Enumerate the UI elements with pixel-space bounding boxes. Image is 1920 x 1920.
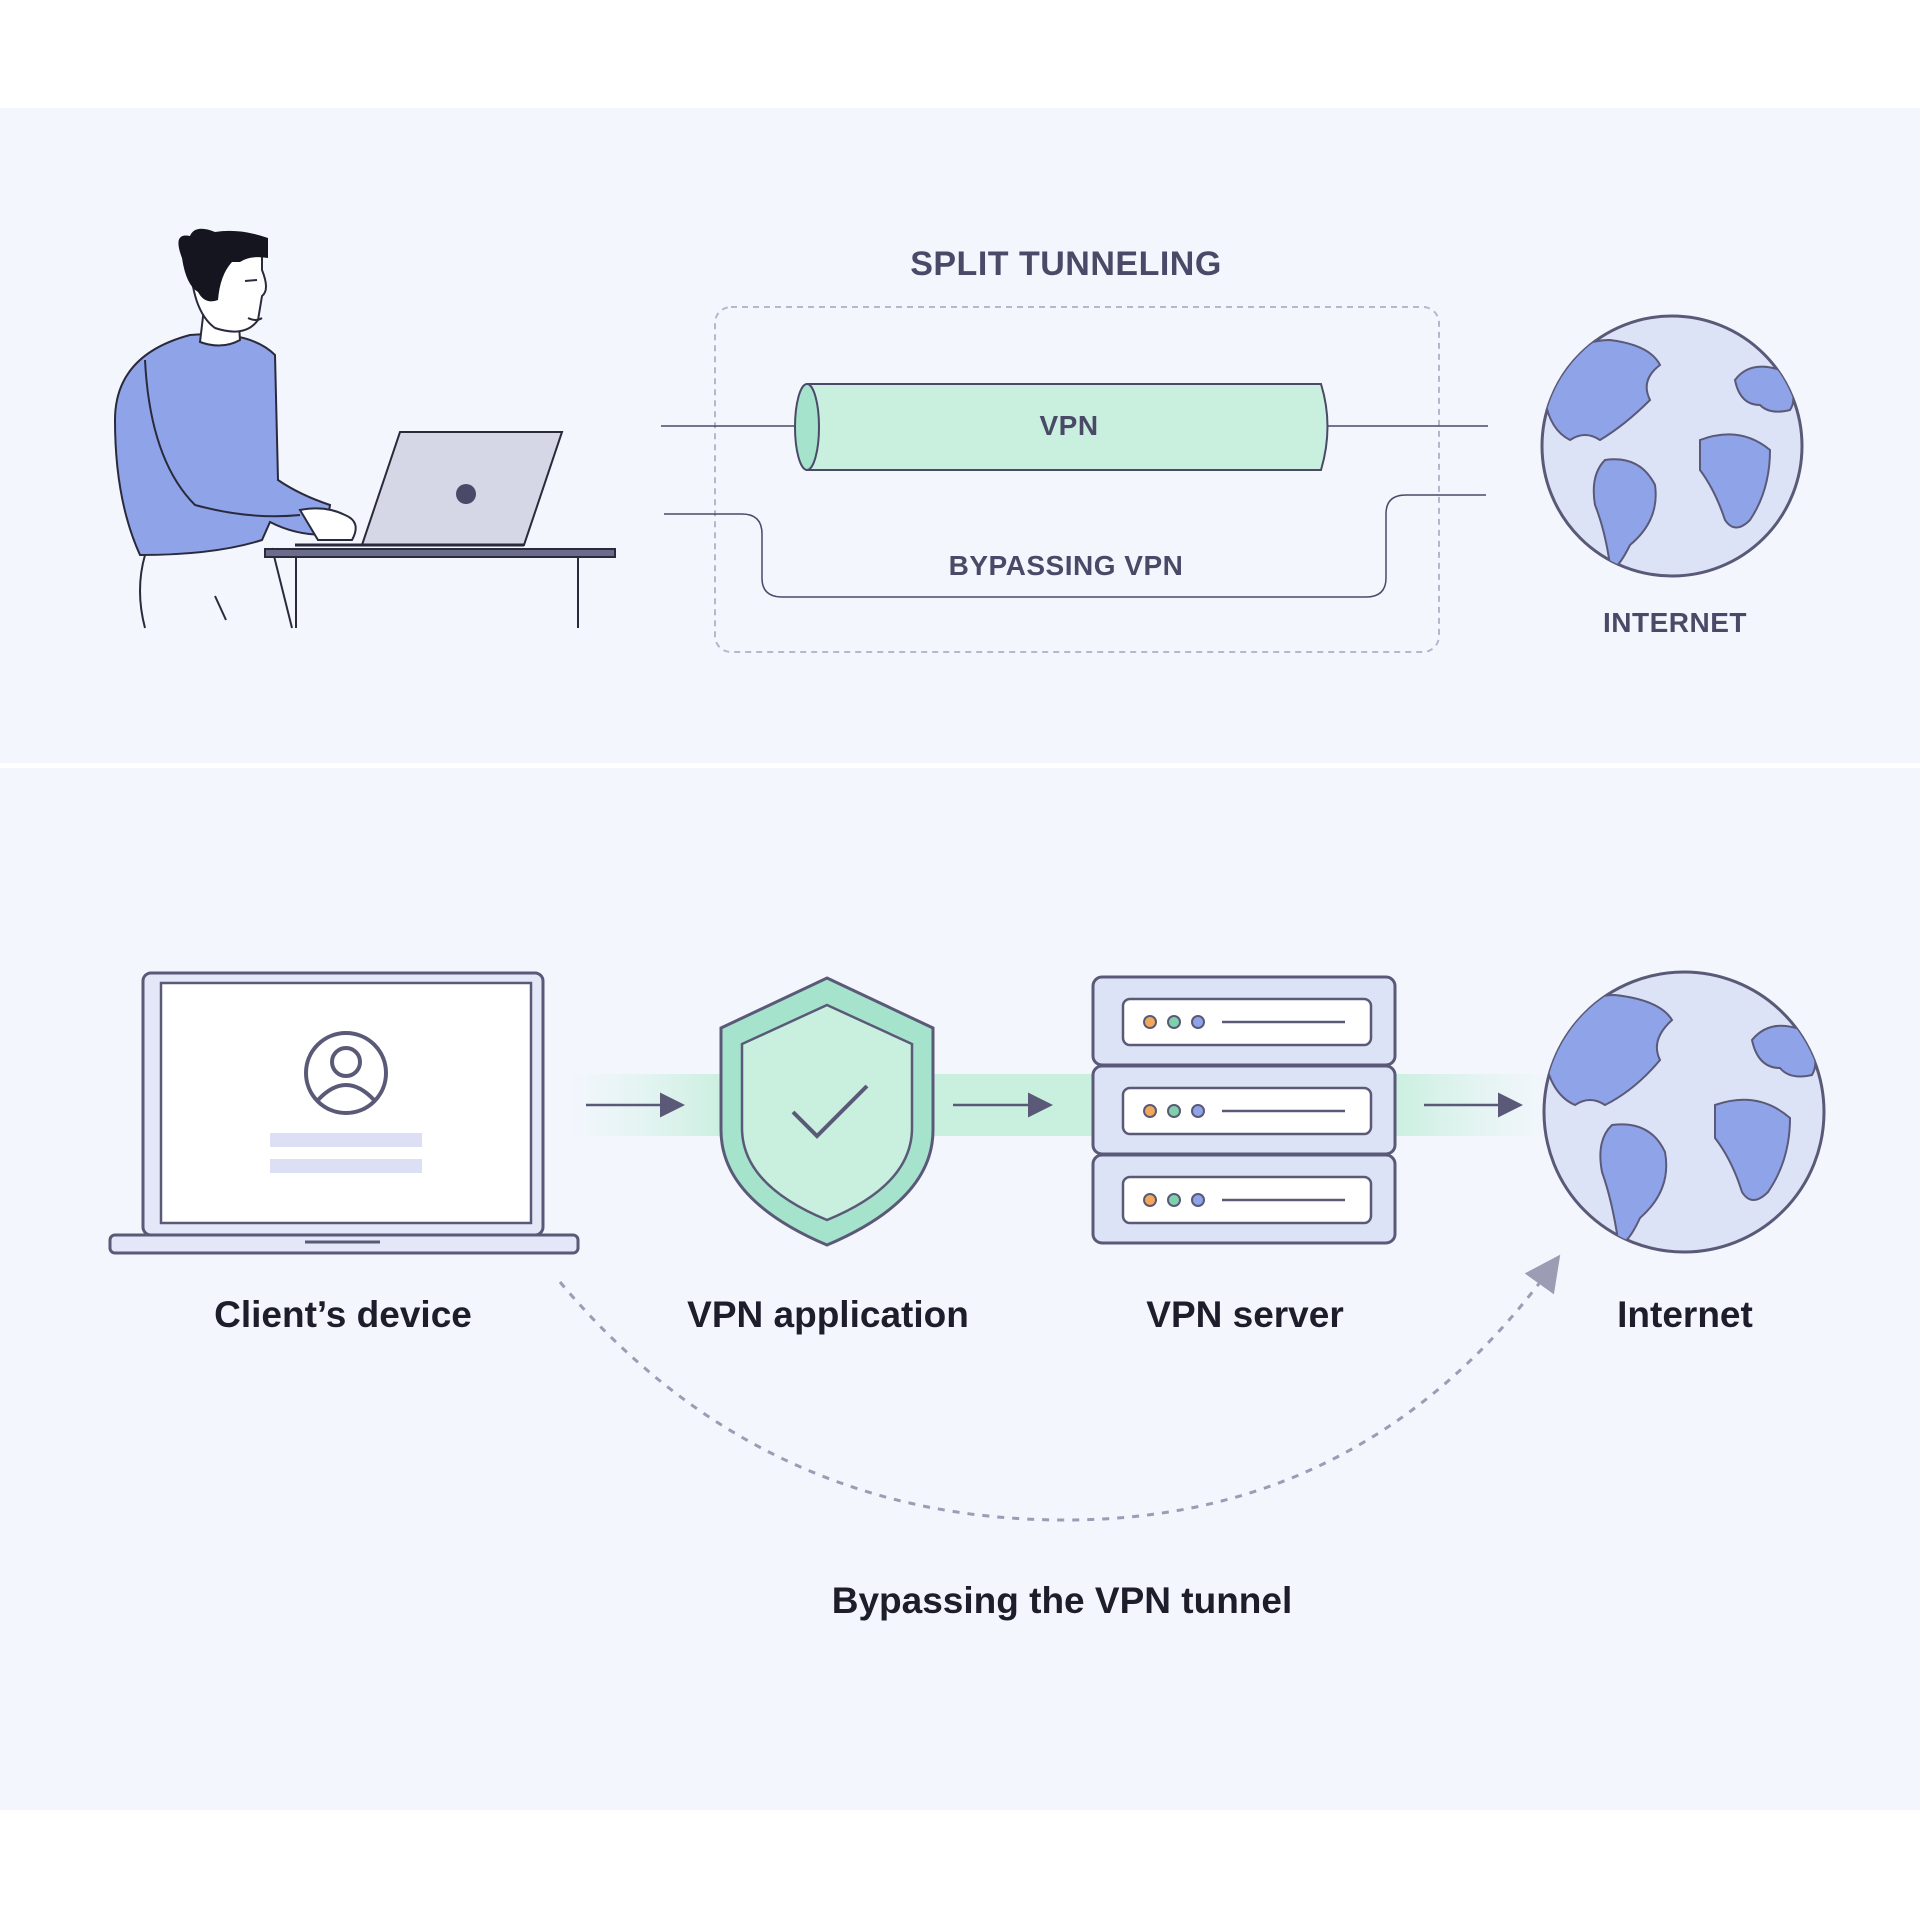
globe-icon xyxy=(1542,970,1826,1254)
server-rack-icon xyxy=(1091,975,1397,1245)
globe-icon xyxy=(1540,314,1804,578)
vpn-flow-panel xyxy=(0,768,1920,1810)
diagram-title: SPLIT TUNNELING xyxy=(910,245,1222,283)
bypass-label: BYPASSING VPN xyxy=(948,550,1184,581)
bypass-arc xyxy=(558,1254,1561,1522)
vpn-tunnel-icon xyxy=(794,383,1329,471)
vpn-server-label: VPN server xyxy=(1146,1294,1344,1335)
internet-label-top: INTERNET xyxy=(1603,607,1747,638)
vpn-tunnel-label: VPN xyxy=(1039,410,1099,441)
bypass-route-line xyxy=(664,494,1486,598)
shield-check-icon xyxy=(719,976,935,1247)
split-tunneling-box xyxy=(714,306,1440,653)
vpn-application-label: VPN application xyxy=(687,1294,969,1335)
person-at-laptop-icon xyxy=(113,228,616,629)
bypass-caption: Bypassing the VPN tunnel xyxy=(831,1580,1293,1621)
laptop-user-icon xyxy=(108,971,580,1255)
client-device-label: Client’s device xyxy=(214,1294,472,1335)
internet-label-bottom: Internet xyxy=(1617,1294,1753,1335)
